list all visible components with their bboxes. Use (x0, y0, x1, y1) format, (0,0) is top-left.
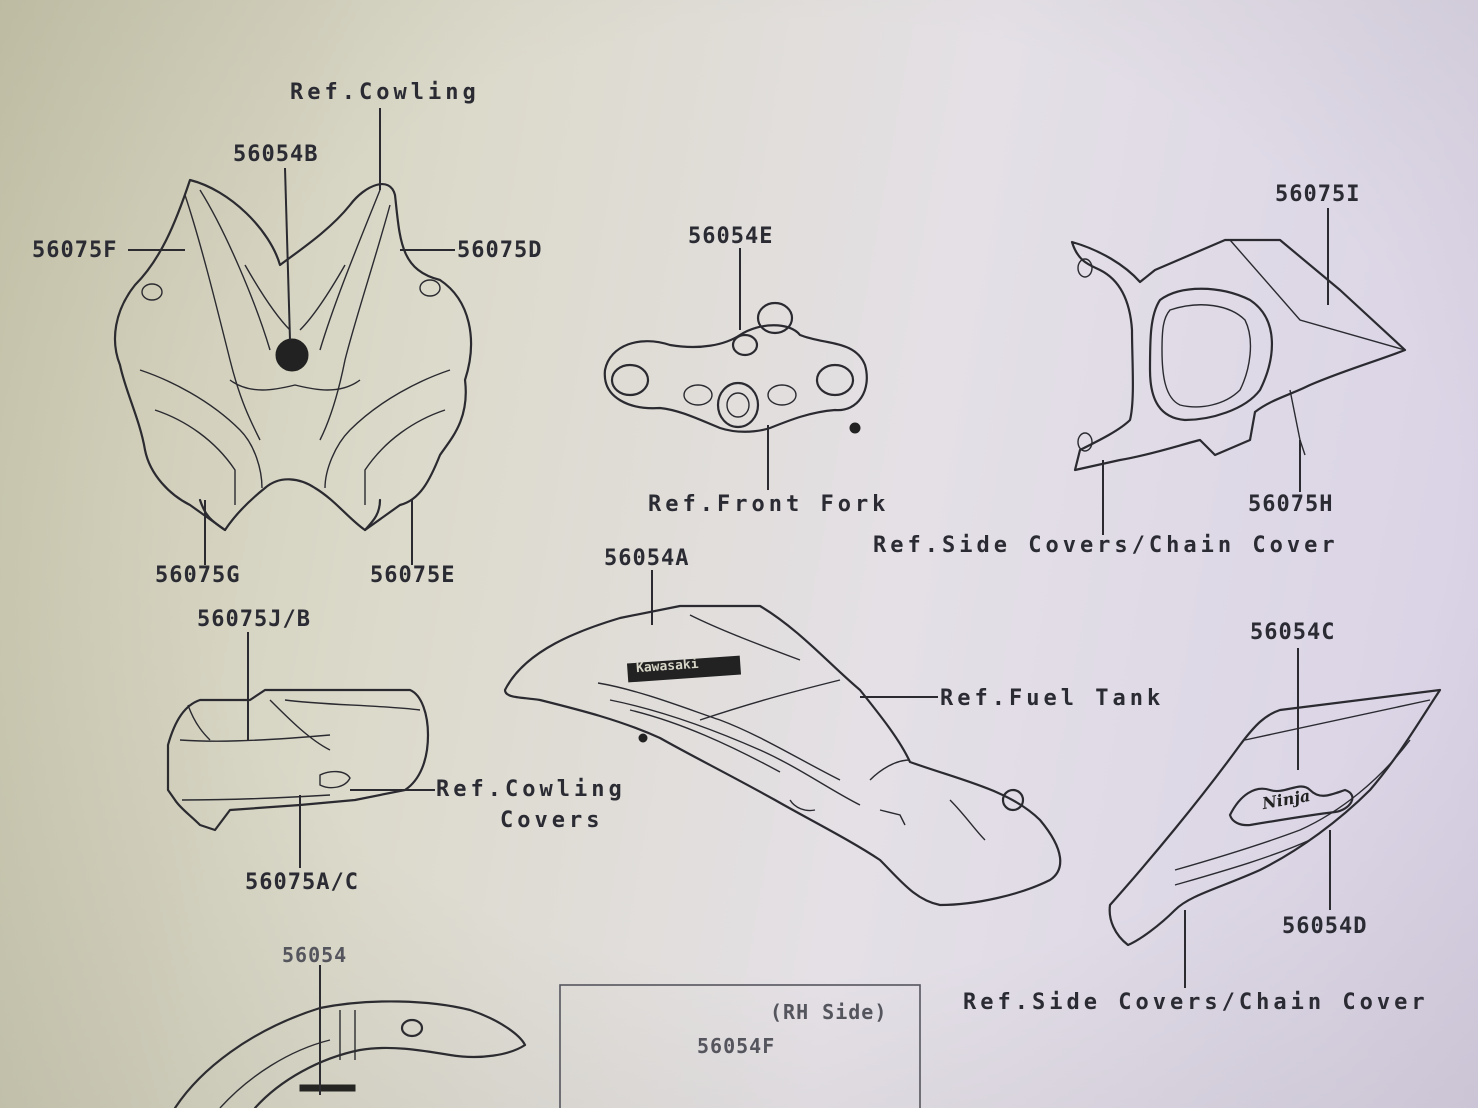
box-side-label: (RH Side) (770, 1000, 888, 1024)
part-56075JB-label: 56075J/B (197, 607, 311, 632)
fuel-tank-drawing (503, 604, 1062, 907)
lower-cowling-drawing (166, 688, 430, 832)
box-part-label: 56054F (697, 1034, 776, 1058)
ref-cowling-covers-label-2: Covers (500, 808, 604, 833)
part-56075E-label: 56075E (370, 563, 456, 588)
part-56075D-label: 56075D (457, 238, 543, 263)
emblem-dot (275, 338, 309, 372)
part-56054-bottom-label: 56054 (282, 943, 348, 967)
fender-drawing (173, 1000, 527, 1108)
front-cowling-drawing (113, 178, 473, 532)
part-56075I-label: 56075I (1275, 182, 1361, 207)
ref-fuel-tank-label: Ref.Fuel Tank (940, 686, 1165, 711)
part-56054B-label: 56054B (233, 142, 319, 167)
ref-cowling-covers-label-1: Ref.Cowling (436, 777, 626, 802)
tank-logo-bar (626, 655, 742, 683)
part-56075F-label: 56075F (32, 238, 118, 263)
part-56054A-label: 56054A (604, 546, 690, 571)
ref-side-covers-chain-cover-label-2: Ref.Side Covers/Chain Cover (963, 990, 1429, 1015)
tail-cowl-drawing (1070, 238, 1407, 472)
part-56075AC-label: 56075A/C (245, 870, 359, 895)
part-56054C-label: 56054C (1250, 620, 1336, 645)
front-fork-clamp-drawing (603, 301, 868, 434)
side-cover-drawing (1108, 688, 1442, 947)
ninja-logo-stroke (1228, 785, 1354, 827)
ref-cowling-top-label: Ref.Cowling (290, 80, 480, 105)
part-56075H-label: 56075H (1248, 492, 1334, 517)
part-56054D-label: 56054D (1282, 914, 1368, 939)
ref-front-fork-label: Ref.Front Fork (648, 492, 890, 517)
label-box (559, 984, 921, 1108)
part-56054E-label: 56054E (688, 224, 774, 249)
ref-side-covers-chain-cover-label-1: Ref.Side Covers/Chain Cover (873, 533, 1339, 558)
part-56075G-label: 56075G (155, 563, 241, 588)
